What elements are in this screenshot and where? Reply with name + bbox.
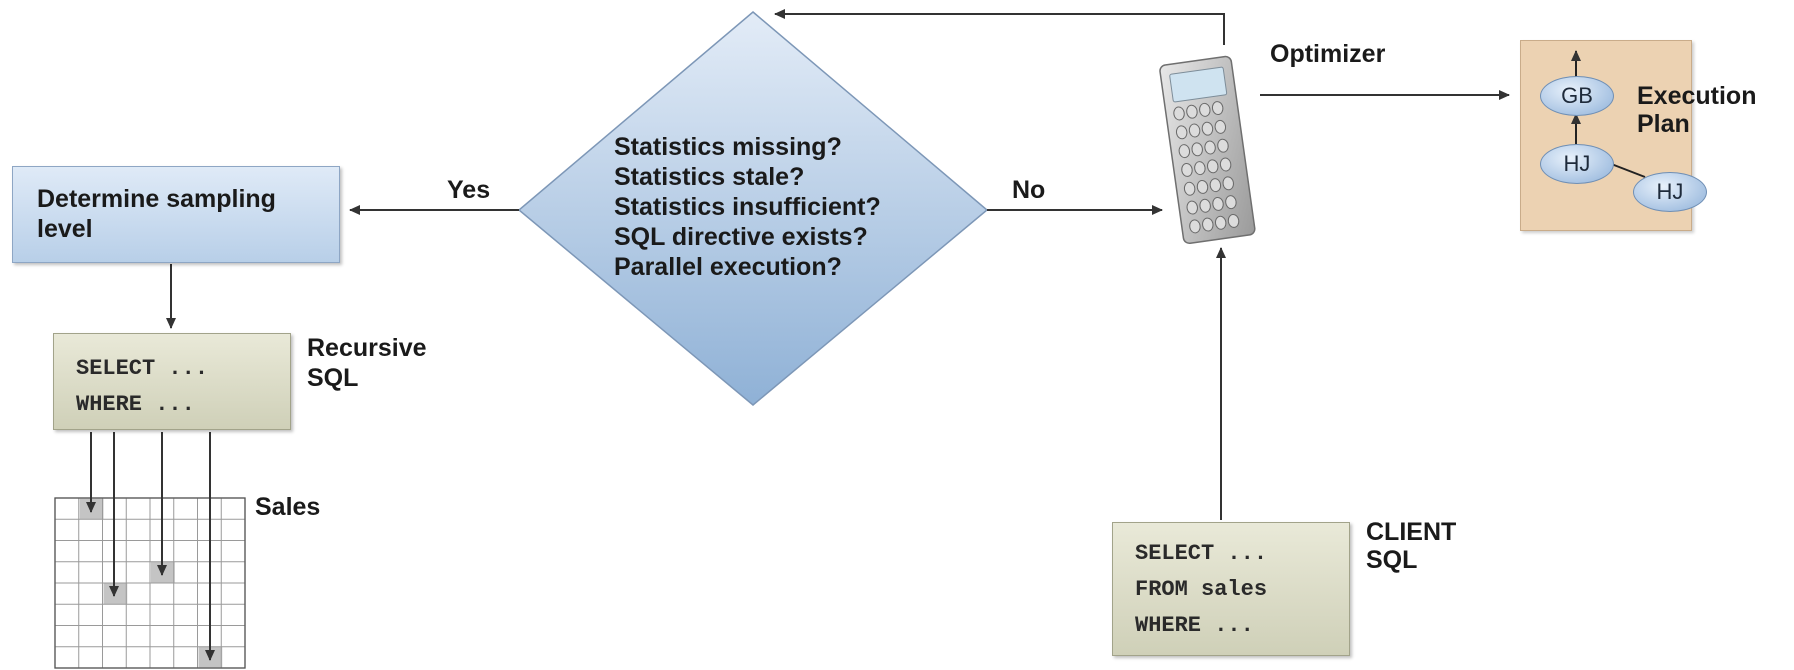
calculator-key [1204,140,1216,155]
recursive-sql-label: Recursive SQL [307,334,427,392]
calculator-key [1225,195,1237,210]
calculator-key [1199,102,1211,117]
decision-questions: Statistics missing? Statistics stale? St… [614,133,881,281]
plan-node-hj-right: HJ [1633,172,1707,212]
calculator-key [1181,162,1193,177]
plan-node-gb: GB [1540,76,1614,116]
calculator-key [1196,179,1209,194]
calculator-key [1173,106,1185,121]
calculator-key [1201,121,1214,136]
calculator-icon [1159,55,1256,245]
decision-diamond [517,11,989,406]
calculator-key [1214,119,1227,134]
calculator-key [1227,213,1240,228]
no-label: No [1012,176,1046,204]
execution-plan-box: GB HJ HJ [1520,40,1707,231]
calculator-key [1199,198,1211,213]
determine-sampling-box: Determine sampling level [12,166,340,263]
calculator-key [1194,161,1206,176]
calculator-key [1211,101,1224,116]
calculator-key [1202,217,1214,232]
recursive-sql-box: SELECT ... WHERE ... [53,333,291,430]
arrow-optimizer-to-decision [774,9,1225,45]
client-sql-code: SELECT ... FROM sales WHERE ... [1135,541,1268,638]
calculator-key [1175,125,1188,140]
calculator-key [1222,176,1234,191]
client-sql-label: CLIENT SQL [1366,518,1457,574]
optimizer-label: Optimizer [1270,40,1386,68]
calculator-key [1212,196,1224,211]
calculator-key [1186,200,1198,215]
calculator-key [1191,142,1203,157]
sales-table-label: Sales [255,493,321,521]
determine-sampling-label: Determine sampling level [37,185,276,243]
calculator-key [1209,178,1222,193]
plan-node-hj-left: HJ [1540,144,1614,184]
calculator-key [1178,144,1191,159]
calculator-key [1183,181,1196,196]
sampled-cell [103,583,128,605]
calculator-key [1214,215,1227,230]
calculator-key [1188,123,1201,138]
yes-label: Yes [447,176,491,204]
calculator-key [1186,104,1198,119]
calculator-key [1207,159,1219,174]
calculator-key [1189,219,1201,234]
calculator-key [1217,138,1229,153]
calculator-key [1219,157,1232,172]
recursive-sql-code: SELECT ... WHERE ... [76,356,209,417]
execution-plan-label: Execution Plan [1637,82,1757,138]
client-sql-box: SELECT ... FROM sales WHERE ... [1112,522,1350,656]
sales-grid [54,497,246,669]
